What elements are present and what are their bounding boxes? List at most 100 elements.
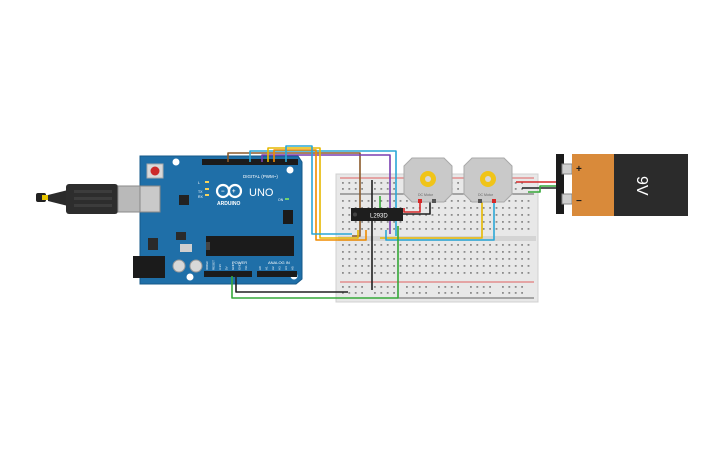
breadboard-hole[interactable] bbox=[393, 228, 395, 230]
breadboard-hole[interactable] bbox=[386, 272, 389, 274]
breadboard-hole[interactable] bbox=[489, 292, 491, 294]
wire-5v[interactable] bbox=[231, 226, 399, 299]
breadboard-hole[interactable] bbox=[380, 188, 383, 190]
breadboard-hole[interactable] bbox=[367, 272, 370, 274]
breadboard-hole[interactable] bbox=[393, 286, 395, 288]
breadboard-hole[interactable] bbox=[482, 272, 485, 274]
breadboard-hole[interactable] bbox=[450, 272, 453, 274]
wire-motor2-yellow[interactable] bbox=[380, 202, 483, 239]
breadboard-hole[interactable] bbox=[470, 286, 472, 288]
breadboard-hole[interactable] bbox=[495, 265, 498, 267]
breadboard-hole[interactable] bbox=[406, 200, 408, 202]
breadboard-hole[interactable] bbox=[476, 251, 479, 253]
breadboard-hole[interactable] bbox=[521, 292, 523, 294]
breadboard-hole[interactable] bbox=[361, 228, 363, 230]
breadboard-hole[interactable] bbox=[495, 207, 498, 209]
breadboard-hole[interactable] bbox=[425, 228, 427, 230]
breadboard-hole[interactable] bbox=[418, 228, 421, 230]
breadboard-hole[interactable] bbox=[418, 251, 421, 253]
breadboard-hole[interactable] bbox=[521, 182, 523, 184]
breadboard-hole[interactable] bbox=[342, 214, 344, 216]
breadboard-hole[interactable] bbox=[386, 251, 389, 253]
breadboard-hole[interactable] bbox=[342, 182, 344, 184]
breadboard-hole[interactable] bbox=[444, 244, 447, 246]
breadboard-hole[interactable] bbox=[431, 272, 434, 274]
breadboard-hole[interactable] bbox=[418, 258, 421, 260]
breadboard-hole[interactable] bbox=[348, 214, 351, 216]
breadboard-hole[interactable] bbox=[348, 228, 351, 230]
breadboard-hole[interactable] bbox=[482, 251, 485, 253]
breadboard-hole[interactable] bbox=[386, 258, 389, 260]
breadboard-hole[interactable] bbox=[406, 221, 408, 223]
wire-orange[interactable] bbox=[273, 149, 367, 241]
breadboard-hole[interactable] bbox=[514, 182, 517, 184]
breadboard-hole[interactable] bbox=[450, 200, 453, 202]
breadboard-hole[interactable] bbox=[406, 207, 408, 209]
breadboard-hole[interactable] bbox=[406, 286, 408, 288]
breadboard-hole[interactable] bbox=[412, 292, 415, 294]
breadboard-hole[interactable] bbox=[521, 265, 523, 267]
breadboard-hole[interactable] bbox=[393, 292, 395, 294]
breadboard-hole[interactable] bbox=[354, 292, 357, 294]
breadboard-hole[interactable] bbox=[457, 272, 459, 274]
breadboard-hole[interactable] bbox=[393, 200, 395, 202]
breadboard-hole[interactable] bbox=[476, 286, 479, 288]
breadboard-hole[interactable] bbox=[367, 228, 370, 230]
breadboard-hole[interactable] bbox=[399, 228, 402, 230]
breadboard-hole[interactable] bbox=[463, 251, 466, 253]
breadboard-hole[interactable] bbox=[431, 244, 434, 246]
breadboard-hole[interactable] bbox=[361, 251, 363, 253]
breadboard-hole[interactable] bbox=[476, 272, 479, 274]
breadboard-hole[interactable] bbox=[508, 244, 511, 246]
breadboard-hole[interactable] bbox=[438, 251, 440, 253]
breadboard-hole[interactable] bbox=[361, 182, 363, 184]
breadboard-hole[interactable] bbox=[393, 207, 395, 209]
breadboard-hole[interactable] bbox=[450, 214, 453, 216]
breadboard-hole[interactable] bbox=[444, 292, 447, 294]
breadboard-hole[interactable] bbox=[425, 244, 427, 246]
breadboard-hole[interactable] bbox=[374, 251, 376, 253]
breadboard-hole[interactable] bbox=[399, 200, 402, 202]
breadboard-hole[interactable] bbox=[502, 265, 504, 267]
breadboard-hole[interactable] bbox=[380, 265, 383, 267]
breadboard-hole[interactable] bbox=[393, 244, 395, 246]
wire-yellow[interactable] bbox=[267, 147, 359, 239]
breadboard-hole[interactable] bbox=[374, 207, 376, 209]
wire-motor1-red[interactable] bbox=[403, 200, 421, 213]
breadboard-hole[interactable] bbox=[482, 244, 485, 246]
breadboard-hole[interactable] bbox=[354, 182, 357, 184]
breadboard-hole[interactable] bbox=[348, 207, 351, 209]
breadboard-hole[interactable] bbox=[374, 182, 376, 184]
battery-terminal-positive[interactable] bbox=[561, 163, 573, 175]
breadboard-hole[interactable] bbox=[348, 251, 351, 253]
breadboard-hole[interactable] bbox=[489, 272, 491, 274]
breadboard-hole[interactable] bbox=[431, 214, 434, 216]
breadboard-hole[interactable] bbox=[354, 200, 357, 202]
breadboard-hole[interactable] bbox=[502, 286, 504, 288]
breadboard-hole[interactable] bbox=[393, 265, 395, 267]
motor-1-terminal-a[interactable] bbox=[418, 199, 422, 203]
breadboard-hole[interactable] bbox=[470, 207, 472, 209]
breadboard-hole[interactable] bbox=[514, 200, 517, 202]
breadboard-hole[interactable] bbox=[476, 244, 479, 246]
breadboard-hole[interactable] bbox=[470, 228, 472, 230]
breadboard-hole[interactable] bbox=[444, 228, 447, 230]
breadboard-hole[interactable] bbox=[393, 182, 395, 184]
dc-motor-2[interactable]: DC Motor bbox=[463, 157, 513, 203]
breadboard-hole[interactable] bbox=[425, 286, 427, 288]
breadboard-hole[interactable] bbox=[514, 272, 517, 274]
breadboard-hole[interactable] bbox=[348, 188, 351, 190]
breadboard-hole[interactable] bbox=[361, 207, 363, 209]
breadboard-hole[interactable] bbox=[399, 207, 402, 209]
breadboard-hole[interactable] bbox=[450, 251, 453, 253]
breadboard-hole[interactable] bbox=[342, 258, 344, 260]
breadboard-hole[interactable] bbox=[508, 228, 511, 230]
breadboard-hole[interactable] bbox=[508, 265, 511, 267]
breadboard-hole[interactable] bbox=[450, 286, 453, 288]
breadboard-hole[interactable] bbox=[521, 200, 523, 202]
breadboard-hole[interactable] bbox=[476, 207, 479, 209]
breadboard-hole[interactable] bbox=[374, 286, 376, 288]
breadboard-hole[interactable] bbox=[354, 272, 357, 274]
breadboard-hole[interactable] bbox=[380, 258, 383, 260]
dc-motor-1[interactable]: DC Motor bbox=[403, 157, 453, 203]
